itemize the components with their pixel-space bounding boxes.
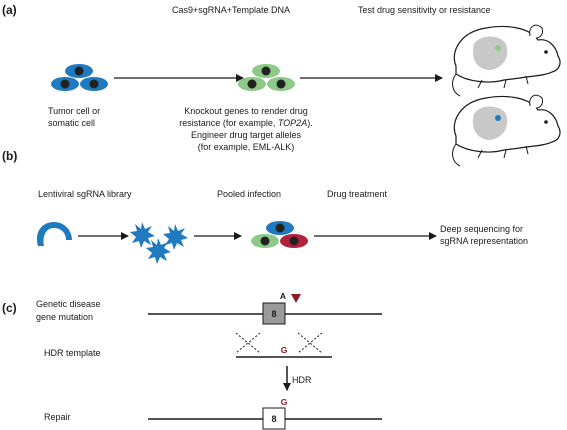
viral-particles <box>130 222 188 264</box>
mouse-ear <box>529 94 543 109</box>
crossover-line <box>297 332 323 354</box>
mouse-legs <box>477 145 529 159</box>
crossover-line <box>235 332 261 354</box>
blue-cell-cluster <box>51 64 108 91</box>
mouse-eye <box>544 50 548 54</box>
lentivirus-icon <box>36 222 72 246</box>
mutant-exon-box <box>262 302 286 325</box>
crossover-line <box>235 332 261 354</box>
mutation-label-line-1: Genetic disease <box>36 299 101 309</box>
knockout-line-2: resistance (for example, TOP2A). <box>179 118 312 128</box>
mouse-tail <box>452 73 461 97</box>
knockout-line-3: Engineer drug target alleles <box>191 130 302 140</box>
tumor-region <box>472 106 508 140</box>
mouse-eye <box>544 120 548 124</box>
cell-nucleus <box>247 79 257 89</box>
cell-caption-line-2: somatic cell <box>48 118 95 128</box>
cell-nucleus <box>289 236 299 246</box>
template-base: G <box>281 345 288 355</box>
cell-nucleus <box>276 79 286 89</box>
sequencing-line-1: Deep sequencing for <box>440 224 523 234</box>
mutant-exon-number: 8 <box>271 309 276 319</box>
library-title: Lentiviral sgRNA library <box>38 189 132 199</box>
tumor-region <box>472 36 508 70</box>
crossover-marks <box>235 332 323 354</box>
infected-cell-cluster <box>251 221 308 248</box>
hdr-arrow-label: HDR <box>292 375 312 385</box>
cell-nucleus <box>74 66 84 76</box>
repaired-base: G <box>281 397 288 407</box>
mutation-label-line-2: gene mutation <box>36 312 93 322</box>
panel-a-label: (a) <box>2 3 17 17</box>
infection-title: Pooled infection <box>217 189 281 199</box>
panel-a-step1-title: Cas9+sgRNA+Template DNA <box>172 5 290 15</box>
panel-c-label: (c) <box>2 301 17 315</box>
panel-b-label: (b) <box>2 149 17 163</box>
green-cell-cluster <box>238 64 295 91</box>
blue-cell-dot <box>495 115 501 121</box>
knockout-line-1: Knockout genes to render drug <box>184 106 308 116</box>
sequencing-line-2: sgRNA representation <box>440 236 528 246</box>
mouse-body <box>453 95 561 153</box>
mouse-tail <box>452 143 461 167</box>
repaired-exon-number: 8 <box>271 414 276 424</box>
drug-title: Drug treatment <box>327 189 388 199</box>
panel-a-step2-title: Test drug sensitivity or resistance <box>358 5 491 15</box>
cell-nucleus <box>275 223 285 233</box>
virus-particle-icon <box>130 222 155 248</box>
mouse-body <box>453 25 561 83</box>
cell-caption-line-1: Tumor cell or <box>48 106 100 116</box>
mouse-illustration-bottom <box>452 94 561 167</box>
crossover-line <box>297 332 323 354</box>
cell-nucleus <box>60 79 70 89</box>
virus-particle-icon <box>163 224 188 250</box>
repair-label: Repair <box>44 412 71 422</box>
repaired-exon-box <box>262 407 286 430</box>
mouse-illustration-top <box>452 24 561 97</box>
green-cell-dot <box>495 45 501 51</box>
virus-particle-icon <box>146 238 171 264</box>
cell-nucleus <box>89 79 99 89</box>
cut-site-marker <box>291 294 301 303</box>
cell-nucleus <box>260 236 270 246</box>
mutant-base: A <box>280 291 286 301</box>
hdr-template-label: HDR template <box>44 348 101 358</box>
cell-nucleus <box>261 66 271 76</box>
mouse-ear <box>529 24 543 39</box>
knockout-line-4: (for example, EML-ALK) <box>198 142 295 152</box>
mouse-legs <box>477 75 529 89</box>
